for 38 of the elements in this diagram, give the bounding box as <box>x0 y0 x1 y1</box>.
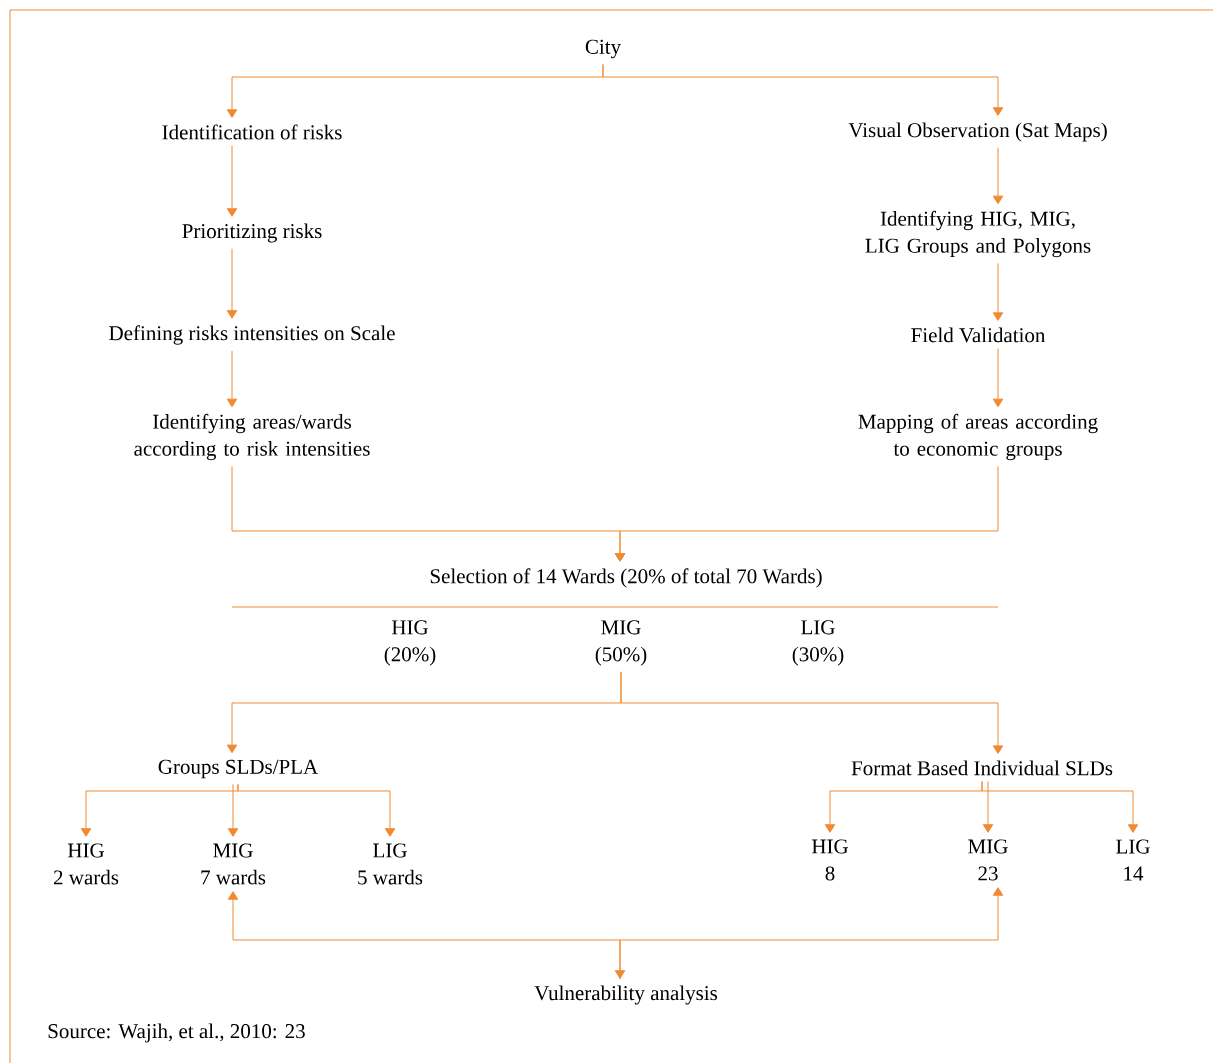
step-label: MIG (50%) <box>595 620 647 666</box>
step-label: LIG 5 wards <box>358 843 423 885</box>
step-label: Identification of risks <box>162 124 342 140</box>
arrow <box>992 147 1004 205</box>
step-label: Prioritizing risks <box>182 223 322 243</box>
arrow <box>226 350 238 408</box>
arrow <box>226 248 238 319</box>
step-label: LIG (30%) <box>792 620 844 666</box>
step-label: Format Based Individual SLDs <box>851 760 1113 776</box>
step-label: HIG (20%) <box>384 620 436 666</box>
arrow <box>237 783 396 837</box>
step-label: Mapping of areas according to economic groups <box>858 413 1098 461</box>
step-label: Groups SLDs/PLA <box>158 759 319 779</box>
arrow <box>981 781 1139 833</box>
arrow <box>619 887 1004 980</box>
step-label: LIG 14 <box>1116 839 1150 881</box>
arrow <box>226 145 238 217</box>
step-label: Field Validation <box>911 327 1046 343</box>
arrow <box>982 781 994 833</box>
step-label: Selection of 14 Wards (20% of total 70 Wards) <box>430 568 822 588</box>
arrow <box>992 262 1004 321</box>
arrow <box>620 671 1004 754</box>
step-label: MIG 23 <box>968 839 1008 881</box>
arrow <box>992 348 1004 408</box>
step-label: Defining risks intensities on Scale <box>109 325 395 345</box>
step-label: Vulnerability analysis <box>534 985 718 1005</box>
step-label: Visual Observation (Sat Maps) <box>848 122 1107 142</box>
source-note: Source: Wajih, et al., 2010: 23 <box>48 1023 305 1043</box>
step-label: HIG 8 <box>811 839 848 881</box>
arrow <box>602 63 1004 116</box>
step-label: City <box>585 39 621 59</box>
arrow <box>227 891 626 979</box>
step-label: Identifying HIG, MIG, LIG Groups and Polygons <box>865 210 1091 258</box>
arrow <box>614 465 999 562</box>
step-label: HIG 2 wards <box>54 843 119 885</box>
step-label: Identifying areas/wards according to risk intensities <box>134 413 370 461</box>
step-label: MIG 7 wards <box>201 843 266 885</box>
arrow <box>227 783 239 837</box>
